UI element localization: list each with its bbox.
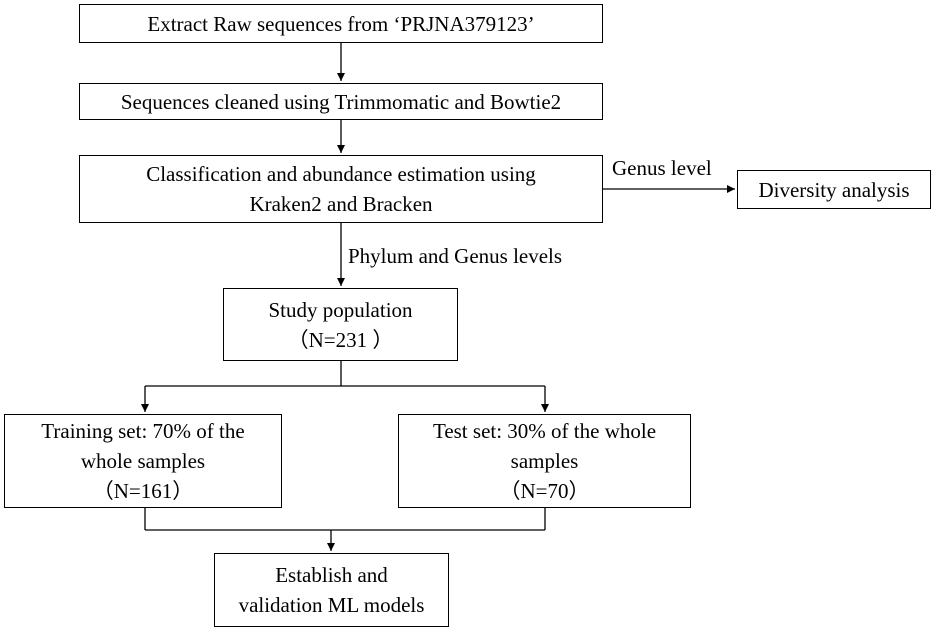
population-count: （N=231 ） (287, 327, 394, 352)
test-set-box: Test set: 30% of the whole samples （N=70… (398, 414, 691, 508)
training-text-line1: Training set: 70% of the (41, 419, 245, 443)
classify-box: Classification and abundance estimation … (79, 155, 603, 223)
models-text-line1: Establish and (275, 563, 388, 587)
test-text-line1: Test set: 30% of the whole (432, 419, 657, 443)
classify-text-line1: Classification and abundance estimation … (146, 162, 536, 186)
phylum-genus-levels-label: Phylum and Genus levels (348, 244, 563, 268)
test-count: （N=70） (499, 479, 590, 503)
clean-text: Sequences cleaned using Trimmomatic and … (120, 89, 562, 114)
extract-text: Extract Raw sequences from ‘PRJNA379123’ (147, 11, 535, 36)
test-text-line2: samples (510, 449, 579, 473)
classify-text-line2: Kraken2 and Bracken (249, 192, 433, 216)
training-count: （N=161） (92, 479, 194, 503)
training-set-box: Training set: 70% of the whole samples （… (4, 414, 282, 508)
training-text-line2: whole samples (80, 449, 206, 473)
clean-box: Sequences cleaned using Trimmomatic and … (79, 83, 603, 120)
extract-box: Extract Raw sequences from ‘PRJNA379123’ (79, 4, 603, 43)
diversity-box: Diversity analysis (737, 170, 931, 209)
genus-level-label: Genus level (612, 156, 712, 180)
population-box: Study population （N=231 ） (223, 288, 458, 361)
models-box: Establish and validation ML models (214, 553, 449, 627)
models-text-line2: validation ML models (238, 593, 425, 617)
diversity-text: Diversity analysis (758, 177, 910, 202)
population-text-line1: Study population (268, 297, 413, 322)
